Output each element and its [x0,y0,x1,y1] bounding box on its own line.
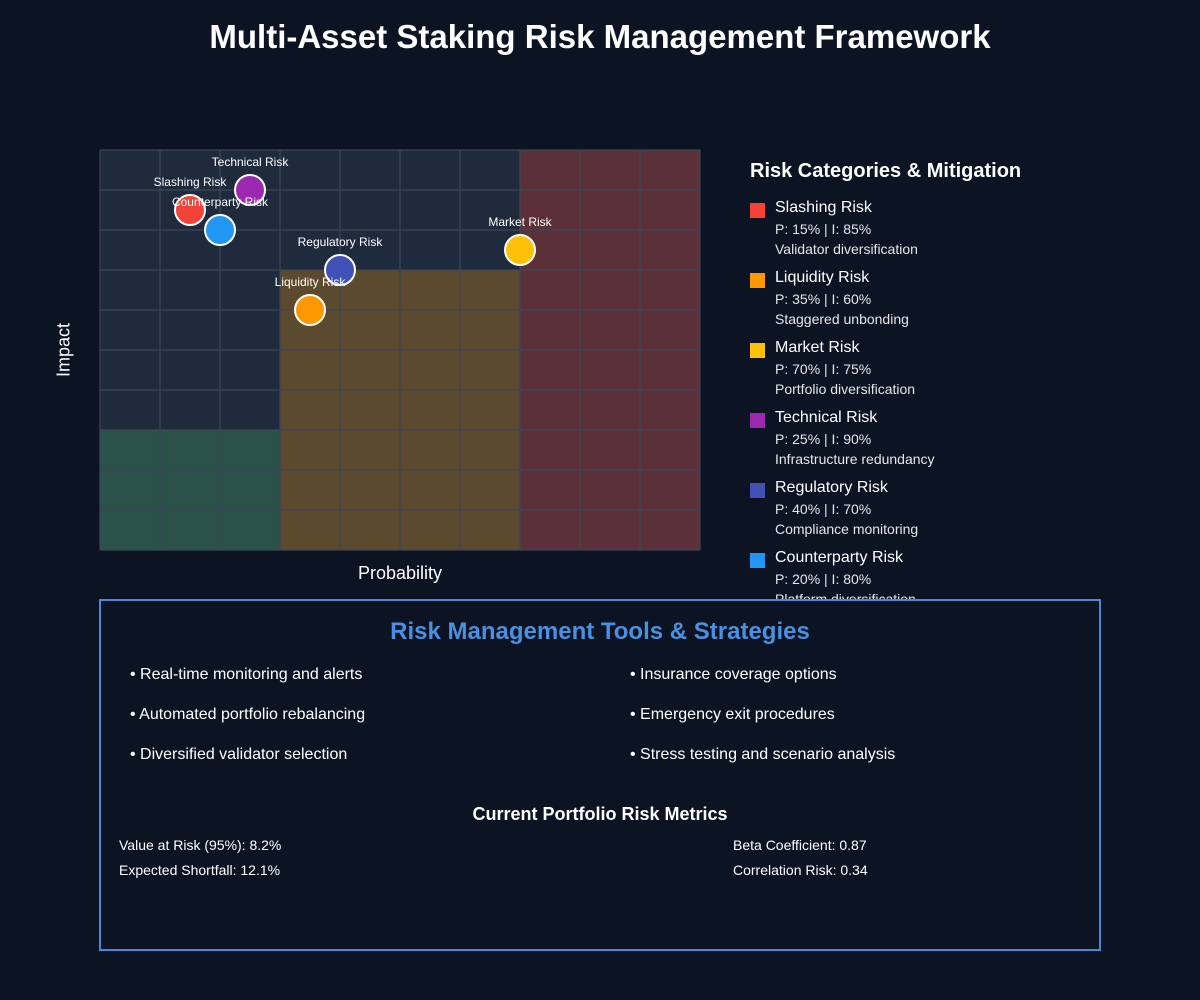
legend-name: Counterparty Risk [775,549,904,566]
risk-point-label: Market Risk [488,215,552,229]
risk-point-label: Slashing Risk [154,175,228,189]
legend-name: Market Risk [775,339,860,356]
metric-beta-coefficient: Beta Coefficient: 0.87 [733,837,867,853]
tool-item: • Real-time monitoring and alerts [130,666,363,683]
metric-value-at-risk: Value at Risk (95%): 8.2% [119,837,282,853]
legend-mitigation: Infrastructure redundancy [775,451,935,467]
legend-mitigation: Portfolio diversification [775,381,916,397]
tools-panel: Risk Management Tools & Strategies • Rea… [99,599,1101,951]
risk-point [174,194,206,226]
risk-point-label: Liquidity Risk [275,275,347,289]
risk-point [504,234,536,266]
legend-probability-impact: P: 70% | I: 75% [775,361,872,377]
legend-name: Technical Risk [775,409,878,426]
tool-item: • Automated portfolio rebalancing [130,706,366,723]
legend-mitigation: Staggered unbonding [775,311,909,327]
legend-item-market: Market Risk P: 70% | I: 75% Portfolio di… [750,339,1170,409]
risk-point [234,174,266,206]
risk-point [204,214,236,246]
metric-expected-shortfall: Expected Shortfall: 12.1% [119,862,281,878]
legend-probability-impact: P: 40% | I: 70% [775,501,872,517]
legend-item-regulatory: Regulatory Risk P: 40% | I: 70% Complian… [750,479,1170,549]
tools-title: Risk Management Tools & Strategies [390,618,810,645]
risk-legend: Risk Categories & Mitigation Slashing Ri… [750,160,1170,619]
legend-probability-impact: P: 35% | I: 60% [775,291,872,307]
legend-swatch [750,203,765,218]
legend-swatch [750,413,765,428]
legend-name: Slashing Risk [775,199,872,216]
legend-item-liquidity: Liquidity Risk P: 35% | I: 60% Staggered… [750,269,1170,339]
risk-point-label: Technical Risk [212,155,290,169]
legend-name: Regulatory Risk [775,479,888,496]
zone-low-risk [100,430,280,550]
legend-probability-impact: P: 20% | I: 80% [775,571,872,587]
x-axis-label: Probability [357,563,443,583]
tool-item: • Insurance coverage options [630,666,837,683]
risk-point-label: Regulatory Risk [298,235,384,249]
legend-name: Liquidity Risk [775,269,870,286]
risk-point-label: Counterparty Risk [172,195,269,209]
tool-item: • Diversified validator selection [130,746,348,763]
legend-mitigation: Validator diversification [775,241,918,257]
legend-swatch [750,483,765,498]
legend-probability-impact: P: 25% | I: 90% [775,431,872,447]
page-title: Multi-Asset Staking Risk Management Fram… [209,18,991,55]
metrics-title: Current Portfolio Risk Metrics [472,804,728,824]
metric-correlation-risk: Correlation Risk: 0.34 [733,862,868,878]
y-axis-label: Impact [53,322,74,378]
tool-item: • Emergency exit procedures [630,706,835,723]
legend-swatch [750,343,765,358]
legend-item-slashing: Slashing Risk P: 15% | I: 85% Validator … [750,199,1170,269]
legend-probability-impact: P: 15% | I: 85% [775,221,872,237]
legend-item-technical: Technical Risk P: 25% | I: 90% Infrastru… [750,409,1170,479]
legend-swatch [750,273,765,288]
legend-mitigation: Compliance monitoring [775,521,919,537]
tool-item: • Stress testing and scenario analysis [630,746,896,763]
risk-point [294,294,326,326]
legend-title: Risk Categories & Mitigation [750,160,1022,182]
risk-point [324,254,356,286]
legend-swatch [750,553,765,568]
